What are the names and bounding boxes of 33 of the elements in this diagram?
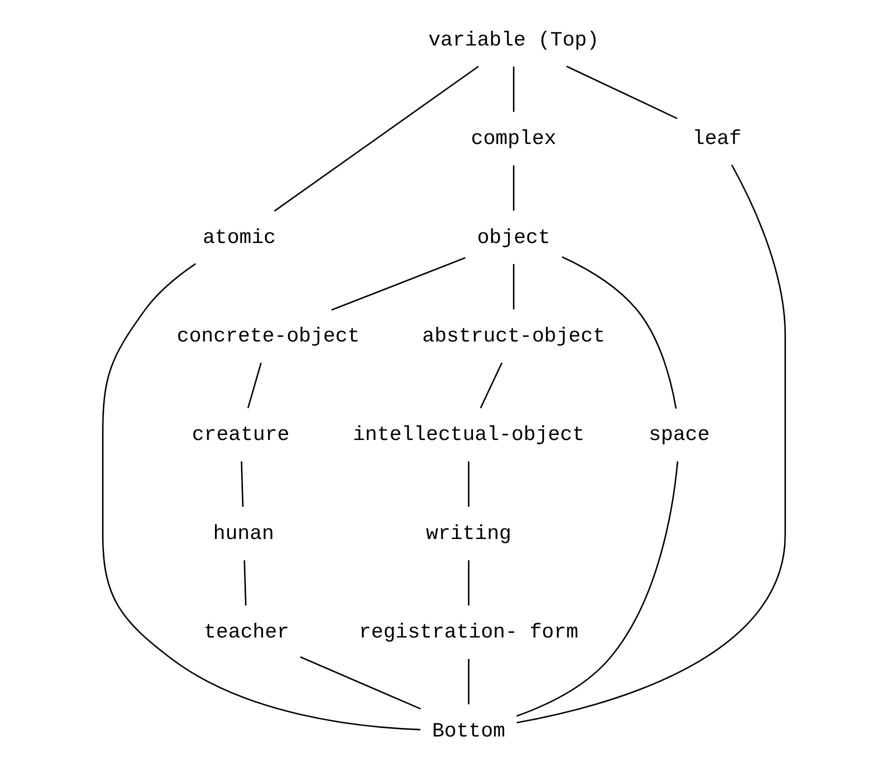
connector xyxy=(516,461,678,717)
node-text: teacher xyxy=(204,622,290,645)
node-text: hunan xyxy=(213,522,274,546)
connector xyxy=(516,164,786,724)
node-text: complex xyxy=(471,128,556,152)
connector xyxy=(468,658,470,704)
node-text: variable (Top) xyxy=(428,29,600,52)
connector xyxy=(247,362,262,408)
connector xyxy=(102,263,420,730)
connector xyxy=(566,66,678,120)
node-text: registration- form xyxy=(358,622,578,645)
connector xyxy=(480,362,503,408)
connector xyxy=(468,560,470,606)
connector xyxy=(562,256,677,409)
node-text: Bottom xyxy=(432,720,506,744)
connector xyxy=(512,165,514,211)
connector xyxy=(512,264,514,310)
connector xyxy=(240,461,244,507)
connector xyxy=(244,560,246,606)
node-text: object xyxy=(477,226,550,250)
node-text: creature xyxy=(192,424,290,448)
node-text: space xyxy=(648,424,710,448)
node-text: concrete-object xyxy=(176,326,360,349)
connector xyxy=(512,66,514,112)
connector xyxy=(300,656,421,710)
connector xyxy=(331,257,466,311)
node-text: atomic xyxy=(202,226,276,250)
connector xyxy=(468,462,470,507)
connector xyxy=(274,66,479,212)
node-text: abstruct-object xyxy=(422,326,606,349)
node-text: intellectual-object xyxy=(352,424,584,448)
node-text: leaf xyxy=(692,128,742,152)
node-text: writing xyxy=(426,522,512,546)
